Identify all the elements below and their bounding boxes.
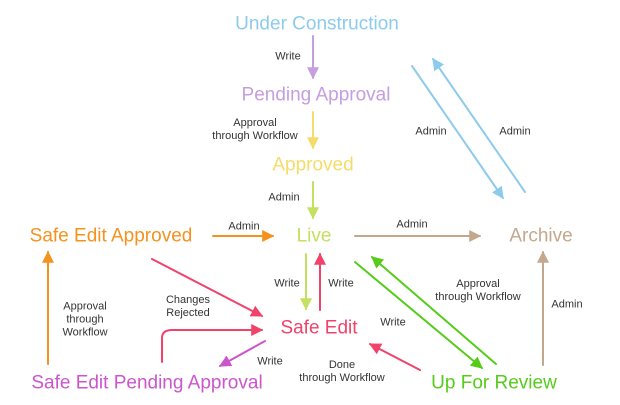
- edge-label-approval-pa-approved: Approval through Workflow: [212, 117, 297, 143]
- edge-label-write-se-live: Write: [328, 277, 354, 290]
- edge-uc-to-archive: [411, 65, 504, 199]
- edge-label-admin-uc-archive: Admin: [415, 125, 447, 138]
- edge-label-line: Changes: [165, 294, 211, 306]
- state-up-for-review: Up For Review: [431, 372, 557, 394]
- state-pending-approval: Pending Approval: [241, 84, 391, 106]
- edge-label-line: through Workflow: [299, 372, 385, 384]
- edge-review-to-se: [368, 343, 421, 371]
- edge-sep-to-se: [161, 324, 264, 363]
- edge-review-to-live: [371, 256, 497, 365]
- edge-label-write-live-review: Write: [380, 316, 406, 329]
- edge-label-line: Approval: [233, 117, 277, 129]
- edge-label-write-live-se: Write: [274, 277, 300, 290]
- state-archive: Archive: [509, 225, 573, 247]
- edge-label-done-review-se: Done through Workflow: [299, 359, 384, 385]
- edge-label-line: Approval: [456, 278, 500, 290]
- edge-label-write-uc-pa: Write: [275, 50, 301, 63]
- edge-archive-to-uc: [432, 58, 526, 193]
- edge-label-admin-approved-live: Admin: [268, 191, 300, 204]
- edge-label-line: through Workflow: [435, 291, 521, 303]
- edge-label-line: through: [66, 313, 104, 326]
- state-under-construction: Under Construction: [235, 13, 399, 35]
- state-safe-edit-pending-approval: Safe Edit Pending Approval: [31, 372, 263, 394]
- edge-label-line: Rejected: [166, 307, 210, 319]
- edge-sea-to-se: [151, 258, 264, 317]
- edge-label-line: Workflow: [62, 326, 108, 339]
- edge-label-approval-review-live: Approval through Workflow: [435, 278, 520, 304]
- edge-label-admin-archive-uc: Admin: [499, 125, 531, 138]
- edge-label-write-se-sep: Write: [257, 355, 283, 368]
- edge-label-line: through Workflow: [212, 130, 298, 142]
- edge-label-line: Done: [328, 359, 356, 371]
- edge-label-admin-sea-live: Admin: [228, 220, 260, 233]
- state-approved: Approved: [272, 154, 354, 176]
- state-live: Live: [296, 225, 332, 247]
- state-safe-edit-approved: Safe Edit Approved: [29, 225, 193, 247]
- edge-live-to-review: [354, 261, 483, 369]
- edge-label-admin-live-archive: Admin: [396, 218, 428, 231]
- edge-label-admin-review-archive: Admin: [551, 298, 583, 311]
- edge-label-changes-rejected: Changes Rejected: [166, 294, 210, 320]
- edge-label-approval-sep-sea: Approval through Workflow: [62, 301, 107, 340]
- edge-se-to-sep: [218, 340, 266, 367]
- edge-label-line: Approval: [63, 300, 107, 313]
- state-safe-edit: Safe Edit: [280, 317, 358, 339]
